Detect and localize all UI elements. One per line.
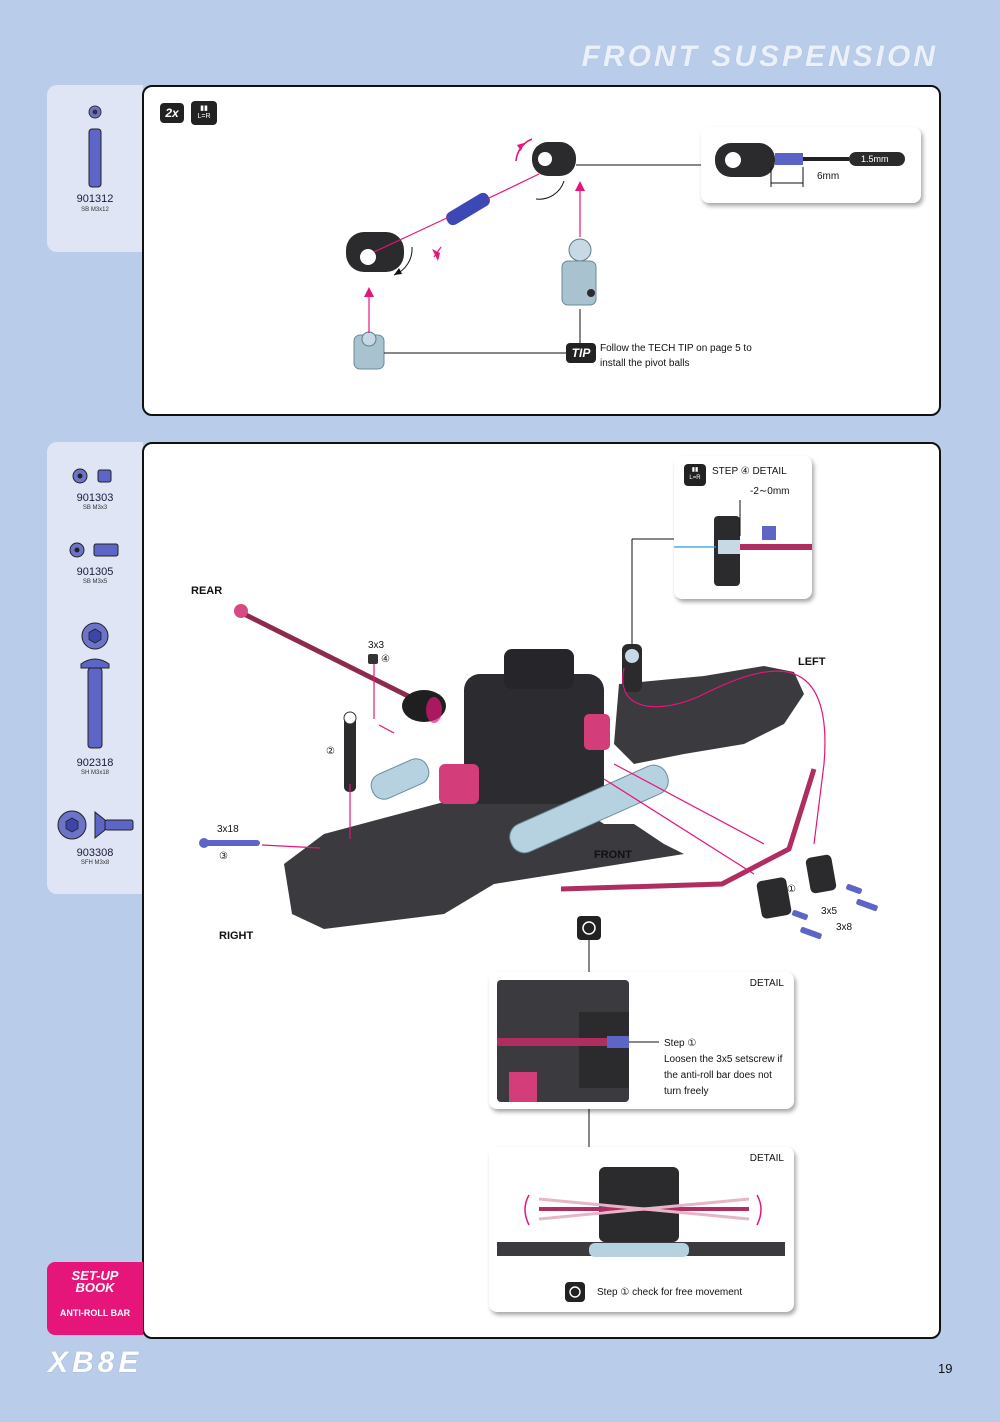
front-label: FRONT bbox=[594, 849, 632, 861]
step1-panel: 2x ▮▮ L=R bbox=[142, 85, 941, 416]
length-detail-box: 1.5mm 6mm bbox=[701, 127, 921, 203]
detail-title: DETAIL bbox=[749, 1153, 784, 1164]
left-label: LEFT bbox=[798, 656, 826, 668]
tip-text-line2: install the pivot balls bbox=[600, 358, 690, 369]
length-detail-diagram bbox=[715, 143, 905, 187]
badge-title-line1: SET-UP bbox=[71, 1268, 119, 1283]
left-right-badge: ▮▮ L=R bbox=[191, 101, 217, 125]
screw-icon bbox=[88, 105, 102, 188]
screw-3x5-label: 3x5 bbox=[821, 906, 838, 917]
flat-head-screw-icon bbox=[57, 810, 134, 840]
drive-shaft bbox=[234, 604, 446, 723]
detail-box-setscrew: DETAIL Step ① Loosen the 3x5 setscrew if… bbox=[489, 972, 794, 1109]
part-spec: SB M3x3 bbox=[82, 505, 108, 511]
step-3-marker: ③ bbox=[219, 851, 228, 862]
step4-detail-title: STEP ④ DETAIL bbox=[712, 466, 787, 477]
part-number: 903308 bbox=[76, 847, 114, 859]
badge-title-line2: BOOK bbox=[75, 1280, 115, 1295]
parts-sidebar-step1: 901312 SB M3x12 bbox=[47, 85, 143, 252]
hex-screw-icon bbox=[80, 622, 110, 749]
tip-badge: TIP bbox=[566, 343, 596, 363]
right-label: RIGHT bbox=[219, 930, 254, 942]
tool-size-label: 1.5mm bbox=[861, 154, 889, 164]
detail-setscrew-diagram bbox=[497, 980, 659, 1102]
setscrew-icon bbox=[72, 468, 112, 484]
parts-sidebar-step2: 901303 SB M3x3 901305 SB M3x5 902318 SH … bbox=[47, 442, 143, 894]
part-number: 901305 bbox=[76, 566, 114, 578]
badge-subtitle: ANTI-ROLL BAR bbox=[59, 1308, 131, 1318]
detail-title: DETAIL bbox=[749, 978, 784, 989]
step1-diagram bbox=[346, 138, 702, 370]
step-1-marker: ① bbox=[787, 884, 796, 895]
setscrew-icon bbox=[69, 542, 119, 558]
tip-text: Follow the TECH TIP on page 5 to install… bbox=[600, 341, 800, 371]
step4-detail-diagram bbox=[674, 500, 812, 586]
screw-3x3-label: 3x3 bbox=[368, 640, 385, 651]
detail-line: turn freely bbox=[664, 1086, 709, 1097]
step-2-marker: ② bbox=[326, 746, 335, 757]
detail-line: Loosen the 3x5 setscrew if bbox=[664, 1054, 783, 1065]
part-spec: SH M3x18 bbox=[80, 770, 109, 776]
step4-detail-box: ▮▮ L=R STEP ④ DETAIL -2∼0mm bbox=[674, 456, 812, 599]
step2-panel: REAR LEFT FRONT RIGHT 3x3 ④ ② 3x18 ③ ① 3… bbox=[142, 442, 941, 1339]
gap-label: -2∼0mm bbox=[750, 486, 790, 497]
detail-box-movement: DETAIL Step ① check for free movement bbox=[489, 1147, 794, 1312]
rear-label: REAR bbox=[191, 585, 223, 597]
detail-line: the anti-roll bar does not bbox=[664, 1070, 772, 1081]
step-4-marker: ④ bbox=[381, 654, 390, 665]
badge-title: SET-UP BOOK bbox=[47, 1268, 143, 1295]
page-title: FRONT SUSPENSION bbox=[581, 40, 938, 73]
step2-diagram bbox=[199, 538, 878, 1224]
pivot-ball-right bbox=[561, 238, 597, 306]
setup-book-badge: SET-UP BOOK ANTI-ROLL BAR bbox=[47, 1262, 143, 1335]
part-spec: SB M3x5 bbox=[82, 579, 108, 585]
lr-label: L=R bbox=[689, 475, 701, 481]
part-number: 901312 bbox=[76, 193, 114, 205]
detail-step: Step ① bbox=[664, 1038, 697, 1049]
part-number: 901303 bbox=[76, 492, 114, 504]
detail-note: Step ① Loosen the 3x5 setscrew if the an… bbox=[664, 1036, 782, 1100]
quantity-badge: 2x bbox=[160, 103, 184, 123]
part-spec: SB M3x12 bbox=[81, 207, 109, 213]
detail-movement-diagram bbox=[497, 1167, 785, 1302]
screw-3x18-label: 3x18 bbox=[217, 824, 239, 835]
page-number: 19 bbox=[938, 1361, 953, 1376]
lr-label: L=R bbox=[197, 113, 211, 120]
part-number: 902318 bbox=[76, 757, 114, 769]
screw-3x8-label: 3x8 bbox=[836, 922, 853, 933]
tip-text-line1: Follow the TECH TIP on page 5 to bbox=[600, 343, 752, 354]
left-right-badge: ▮▮ L=R bbox=[684, 464, 706, 486]
rod-end-upper bbox=[532, 142, 576, 176]
detail-caption: Step ① check for free movement bbox=[597, 1287, 743, 1298]
part-spec: SFH M3x8 bbox=[80, 860, 110, 866]
length-label: 6mm bbox=[817, 171, 840, 182]
product-logo: XB8E bbox=[48, 1346, 143, 1379]
